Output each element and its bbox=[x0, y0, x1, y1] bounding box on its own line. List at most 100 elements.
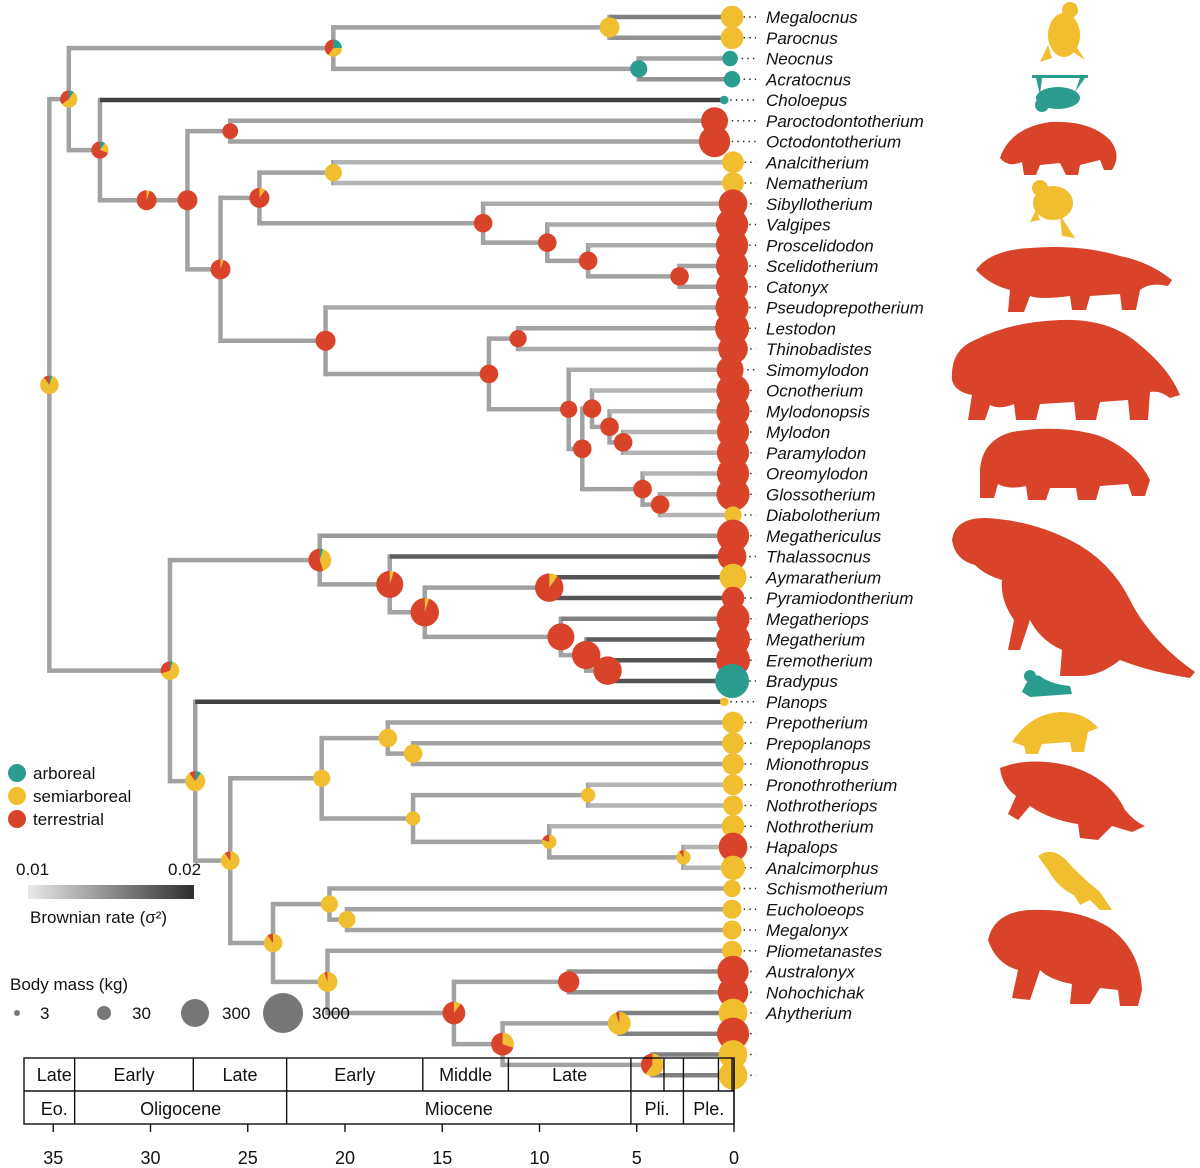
mass-swatch-30 bbox=[97, 1006, 111, 1020]
state-pie bbox=[91, 141, 109, 159]
taxon-label: Nothrotheriops bbox=[766, 797, 878, 816]
stage-label: Late bbox=[222, 1065, 257, 1085]
ancestral-state-pies bbox=[40, 17, 691, 1077]
epoch-label: Oligocene bbox=[140, 1099, 221, 1119]
mass-label-3: 3 bbox=[40, 1004, 49, 1023]
taxon-label: Schismotherium bbox=[766, 880, 888, 899]
tip-marker bbox=[715, 664, 750, 698]
taxon-label: Scelidotherium bbox=[766, 257, 878, 276]
tip-marker bbox=[721, 814, 745, 838]
taxon-label: Glossotherium bbox=[766, 485, 876, 504]
tip-marker bbox=[719, 95, 729, 105]
taxon-label: Oreomylodon bbox=[766, 465, 868, 484]
taxon-label: Valgipes bbox=[766, 216, 831, 235]
tip-marker bbox=[718, 1060, 748, 1090]
tip-marker bbox=[722, 920, 742, 940]
state-pie bbox=[537, 233, 557, 252]
taxon-label: Ahytherium bbox=[765, 1004, 852, 1023]
legend-semiarboreal-label: semiarboreal bbox=[33, 787, 131, 806]
silhouette-megalocnus bbox=[1040, 2, 1085, 62]
taxon-label: Paroctodontotherium bbox=[766, 112, 924, 131]
taxon-label: Pliometanastes bbox=[766, 942, 883, 961]
state-pie bbox=[572, 439, 592, 459]
tip-marker bbox=[698, 125, 731, 158]
state-pie bbox=[607, 1011, 631, 1035]
tip-marker bbox=[716, 519, 750, 552]
silhouette-glossotherium bbox=[980, 428, 1150, 500]
state-pie bbox=[542, 834, 557, 850]
tip-marker bbox=[722, 899, 742, 919]
taxon-label: Mylodon bbox=[766, 423, 830, 442]
state-pie bbox=[547, 623, 575, 651]
state-pie bbox=[600, 417, 619, 437]
taxon-label: Ocnotherium bbox=[766, 382, 863, 401]
taxon-label: Simomylodon bbox=[766, 361, 869, 380]
tip-marker bbox=[722, 172, 744, 194]
stage-label: Late bbox=[37, 1065, 72, 1085]
state-pie bbox=[670, 267, 689, 286]
tip-marker bbox=[717, 542, 747, 571]
state-pie bbox=[491, 1032, 514, 1056]
taxon-label: Hapalops bbox=[766, 838, 838, 857]
taxon-label: Planops bbox=[766, 693, 828, 712]
silhouette-octodontotherium bbox=[1000, 121, 1117, 175]
taxon-label: Pseudoprepotherium bbox=[766, 299, 924, 318]
state-pie bbox=[557, 971, 580, 993]
tip-marker bbox=[722, 940, 743, 961]
state-pie bbox=[317, 971, 338, 992]
tip-marker bbox=[722, 50, 738, 67]
tip-marker bbox=[722, 711, 744, 734]
silhouette-bradypus bbox=[1022, 670, 1072, 697]
taxon-label: Pyramiodontherium bbox=[766, 589, 913, 608]
tip-marker bbox=[722, 151, 744, 174]
state-pie bbox=[376, 570, 404, 598]
state-pie bbox=[177, 190, 198, 211]
taxon-label: Megalonyx bbox=[766, 921, 849, 940]
state-pie bbox=[613, 433, 633, 452]
legend-terrestrial-label: terrestrial bbox=[33, 810, 104, 829]
tip-marker bbox=[723, 795, 744, 816]
tip-marker bbox=[716, 477, 750, 511]
taxon-labels: MegalocnusParocnusNeocnusAcratocnusCholo… bbox=[765, 8, 924, 1023]
stage-label: Middle bbox=[439, 1065, 492, 1085]
epoch-label: Eo. bbox=[41, 1099, 68, 1119]
taxon-label: Megatheriops bbox=[766, 610, 870, 629]
taxon-label: Proscelidodon bbox=[766, 236, 874, 255]
silhouette-scelidotherium bbox=[976, 247, 1172, 312]
state-pie bbox=[593, 656, 622, 685]
state-pie bbox=[582, 399, 602, 418]
taxon-label: Parocnus bbox=[766, 29, 838, 48]
state-pie bbox=[136, 190, 157, 211]
epoch-label: Ple. bbox=[693, 1099, 724, 1119]
state-pie bbox=[40, 375, 59, 395]
state-pie bbox=[535, 573, 564, 602]
state-pie bbox=[185, 771, 206, 792]
taxon-label: Diabolotherium bbox=[766, 506, 880, 525]
state-pie bbox=[473, 213, 493, 233]
taxon-label: Octodontotherium bbox=[766, 133, 901, 152]
epoch-label: Miocene bbox=[425, 1099, 493, 1119]
taxon-label: Choloepus bbox=[766, 91, 848, 110]
taxon-label: Thinobadistes bbox=[766, 340, 872, 359]
state-pie bbox=[578, 251, 598, 271]
state-pie bbox=[405, 811, 421, 826]
time-tick-label: 25 bbox=[238, 1148, 258, 1168]
taxon-label: Analcitherium bbox=[765, 153, 869, 172]
taxon-label: Aymaratherium bbox=[765, 568, 881, 587]
state-pie bbox=[442, 1001, 466, 1025]
locomotion-legend: arboreal semiarboreal terrestrial bbox=[8, 764, 131, 829]
time-tick-label: 10 bbox=[529, 1148, 549, 1168]
silhouette-lestodon bbox=[951, 319, 1180, 420]
stage-label: Late bbox=[552, 1065, 587, 1085]
state-pie bbox=[320, 895, 339, 913]
taxon-label: Eremotherium bbox=[766, 651, 873, 670]
state-pie bbox=[222, 123, 239, 140]
mass-legend: Body mass (kg) 3 30 300 3000 bbox=[10, 975, 350, 1033]
tip-marker bbox=[720, 26, 744, 50]
rate-gradient-bar bbox=[28, 885, 194, 899]
taxon-label: Megathericulus bbox=[766, 527, 882, 546]
legend-terrestrial-swatch bbox=[8, 810, 26, 828]
rate-legend-title: Brownian rate (σ²) bbox=[30, 908, 167, 927]
